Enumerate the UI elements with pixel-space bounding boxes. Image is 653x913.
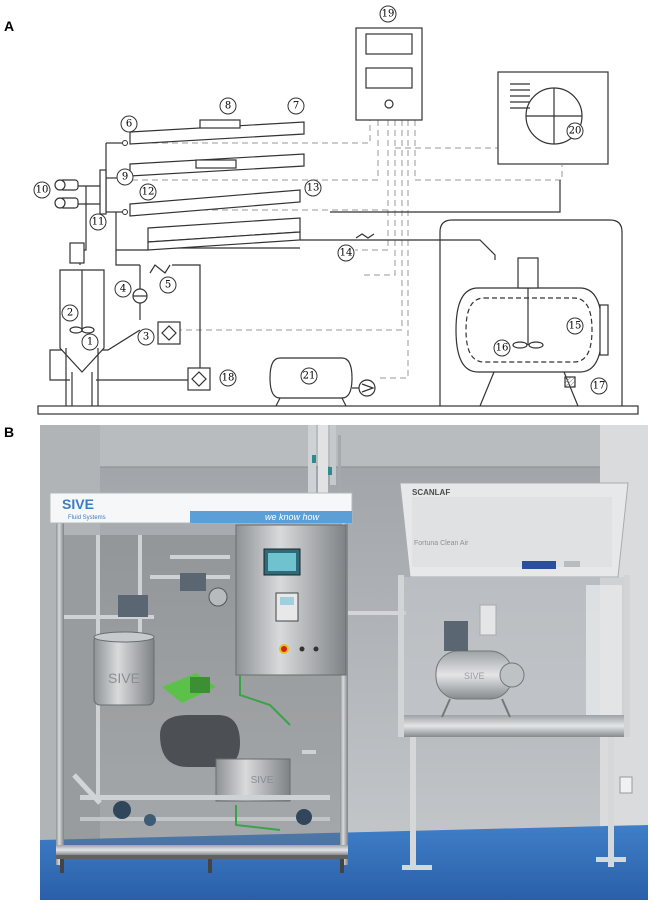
- hood-vessel-logo: SIVE: [464, 671, 485, 681]
- skid-box: SIVE: [215, 758, 291, 802]
- process-skid: SIVE Fluid Systems we know how SIVE: [49, 492, 353, 873]
- slogan: we know how: [265, 512, 320, 522]
- manifold-11: [99, 169, 107, 215]
- sensor-10: [54, 179, 79, 209]
- label-12: 12: [142, 187, 155, 198]
- ceiling-pipes: [308, 425, 341, 515]
- dark-vessel: [160, 715, 240, 767]
- membrane-module-13: [129, 189, 301, 217]
- hood-brand: SCANLAF: [412, 488, 450, 497]
- membrane-module-14a: [147, 217, 301, 251]
- label-15: 15: [569, 321, 582, 332]
- panel-a-label: A: [4, 18, 15, 34]
- label-17: 17: [593, 381, 606, 392]
- label-18: 18: [222, 373, 235, 384]
- process-schematic: 1 2 3 4 5 6 7 8 9 10 11 12 13 14 15 16 1…: [33, 5, 639, 415]
- label-3: 3: [143, 332, 149, 343]
- wall-socket: [619, 776, 633, 794]
- equipment-photo: SIVE Fluid Systems we know how SIVE: [40, 425, 648, 900]
- valve-14: [355, 233, 375, 239]
- feed-tank: [59, 242, 105, 406]
- ceiling: [40, 425, 648, 467]
- membrane-module-9: [129, 153, 305, 177]
- signal-lines: [132, 120, 563, 379]
- label-21: 21: [303, 371, 316, 382]
- component-labels: 1 2 3 4 5 6 7 8 9 10 11 12 13 14 15 16 1…: [33, 5, 608, 395]
- hood-15: [439, 219, 623, 406]
- label-7: 7: [293, 101, 299, 112]
- skid-tank: SIVE: [93, 631, 155, 706]
- vessel-16: [455, 257, 609, 407]
- label-11: 11: [92, 217, 105, 228]
- label-19: 19: [382, 9, 395, 20]
- chiller-20: [497, 71, 609, 165]
- green-pump: [162, 673, 216, 703]
- pump-3: [157, 321, 181, 345]
- membrane-module-7: [129, 119, 305, 145]
- tank-21: [269, 357, 376, 407]
- hood-model: Fortuna Clean Air: [414, 540, 469, 547]
- sive-logo: SIVE: [62, 496, 94, 512]
- label-9: 9: [122, 172, 128, 183]
- label-10: 10: [36, 185, 49, 196]
- label-14: 14: [340, 248, 353, 259]
- ground-base: [37, 405, 639, 415]
- pump-18: [187, 367, 211, 391]
- box-logo: SIVE: [251, 775, 274, 786]
- label-16: 16: [496, 343, 509, 354]
- label-6: 6: [126, 119, 132, 130]
- label-5: 5: [165, 280, 171, 291]
- label-20: 20: [569, 126, 582, 137]
- label-13: 13: [307, 183, 320, 194]
- connecting-pipe: [348, 611, 406, 615]
- label-1: 1: [87, 337, 93, 348]
- clean-air-hood: SCANLAF Fortuna Clean Air SIVE: [398, 482, 630, 870]
- label-8: 8: [225, 101, 231, 112]
- label-4: 4: [120, 284, 126, 295]
- label-2: 2: [67, 308, 73, 319]
- sive-subtitle: Fluid Systems: [68, 515, 106, 521]
- valve-5: [149, 264, 171, 274]
- panel-b-label: B: [4, 424, 15, 440]
- controller-19: [355, 27, 423, 121]
- tank-logo: SIVE: [108, 670, 140, 686]
